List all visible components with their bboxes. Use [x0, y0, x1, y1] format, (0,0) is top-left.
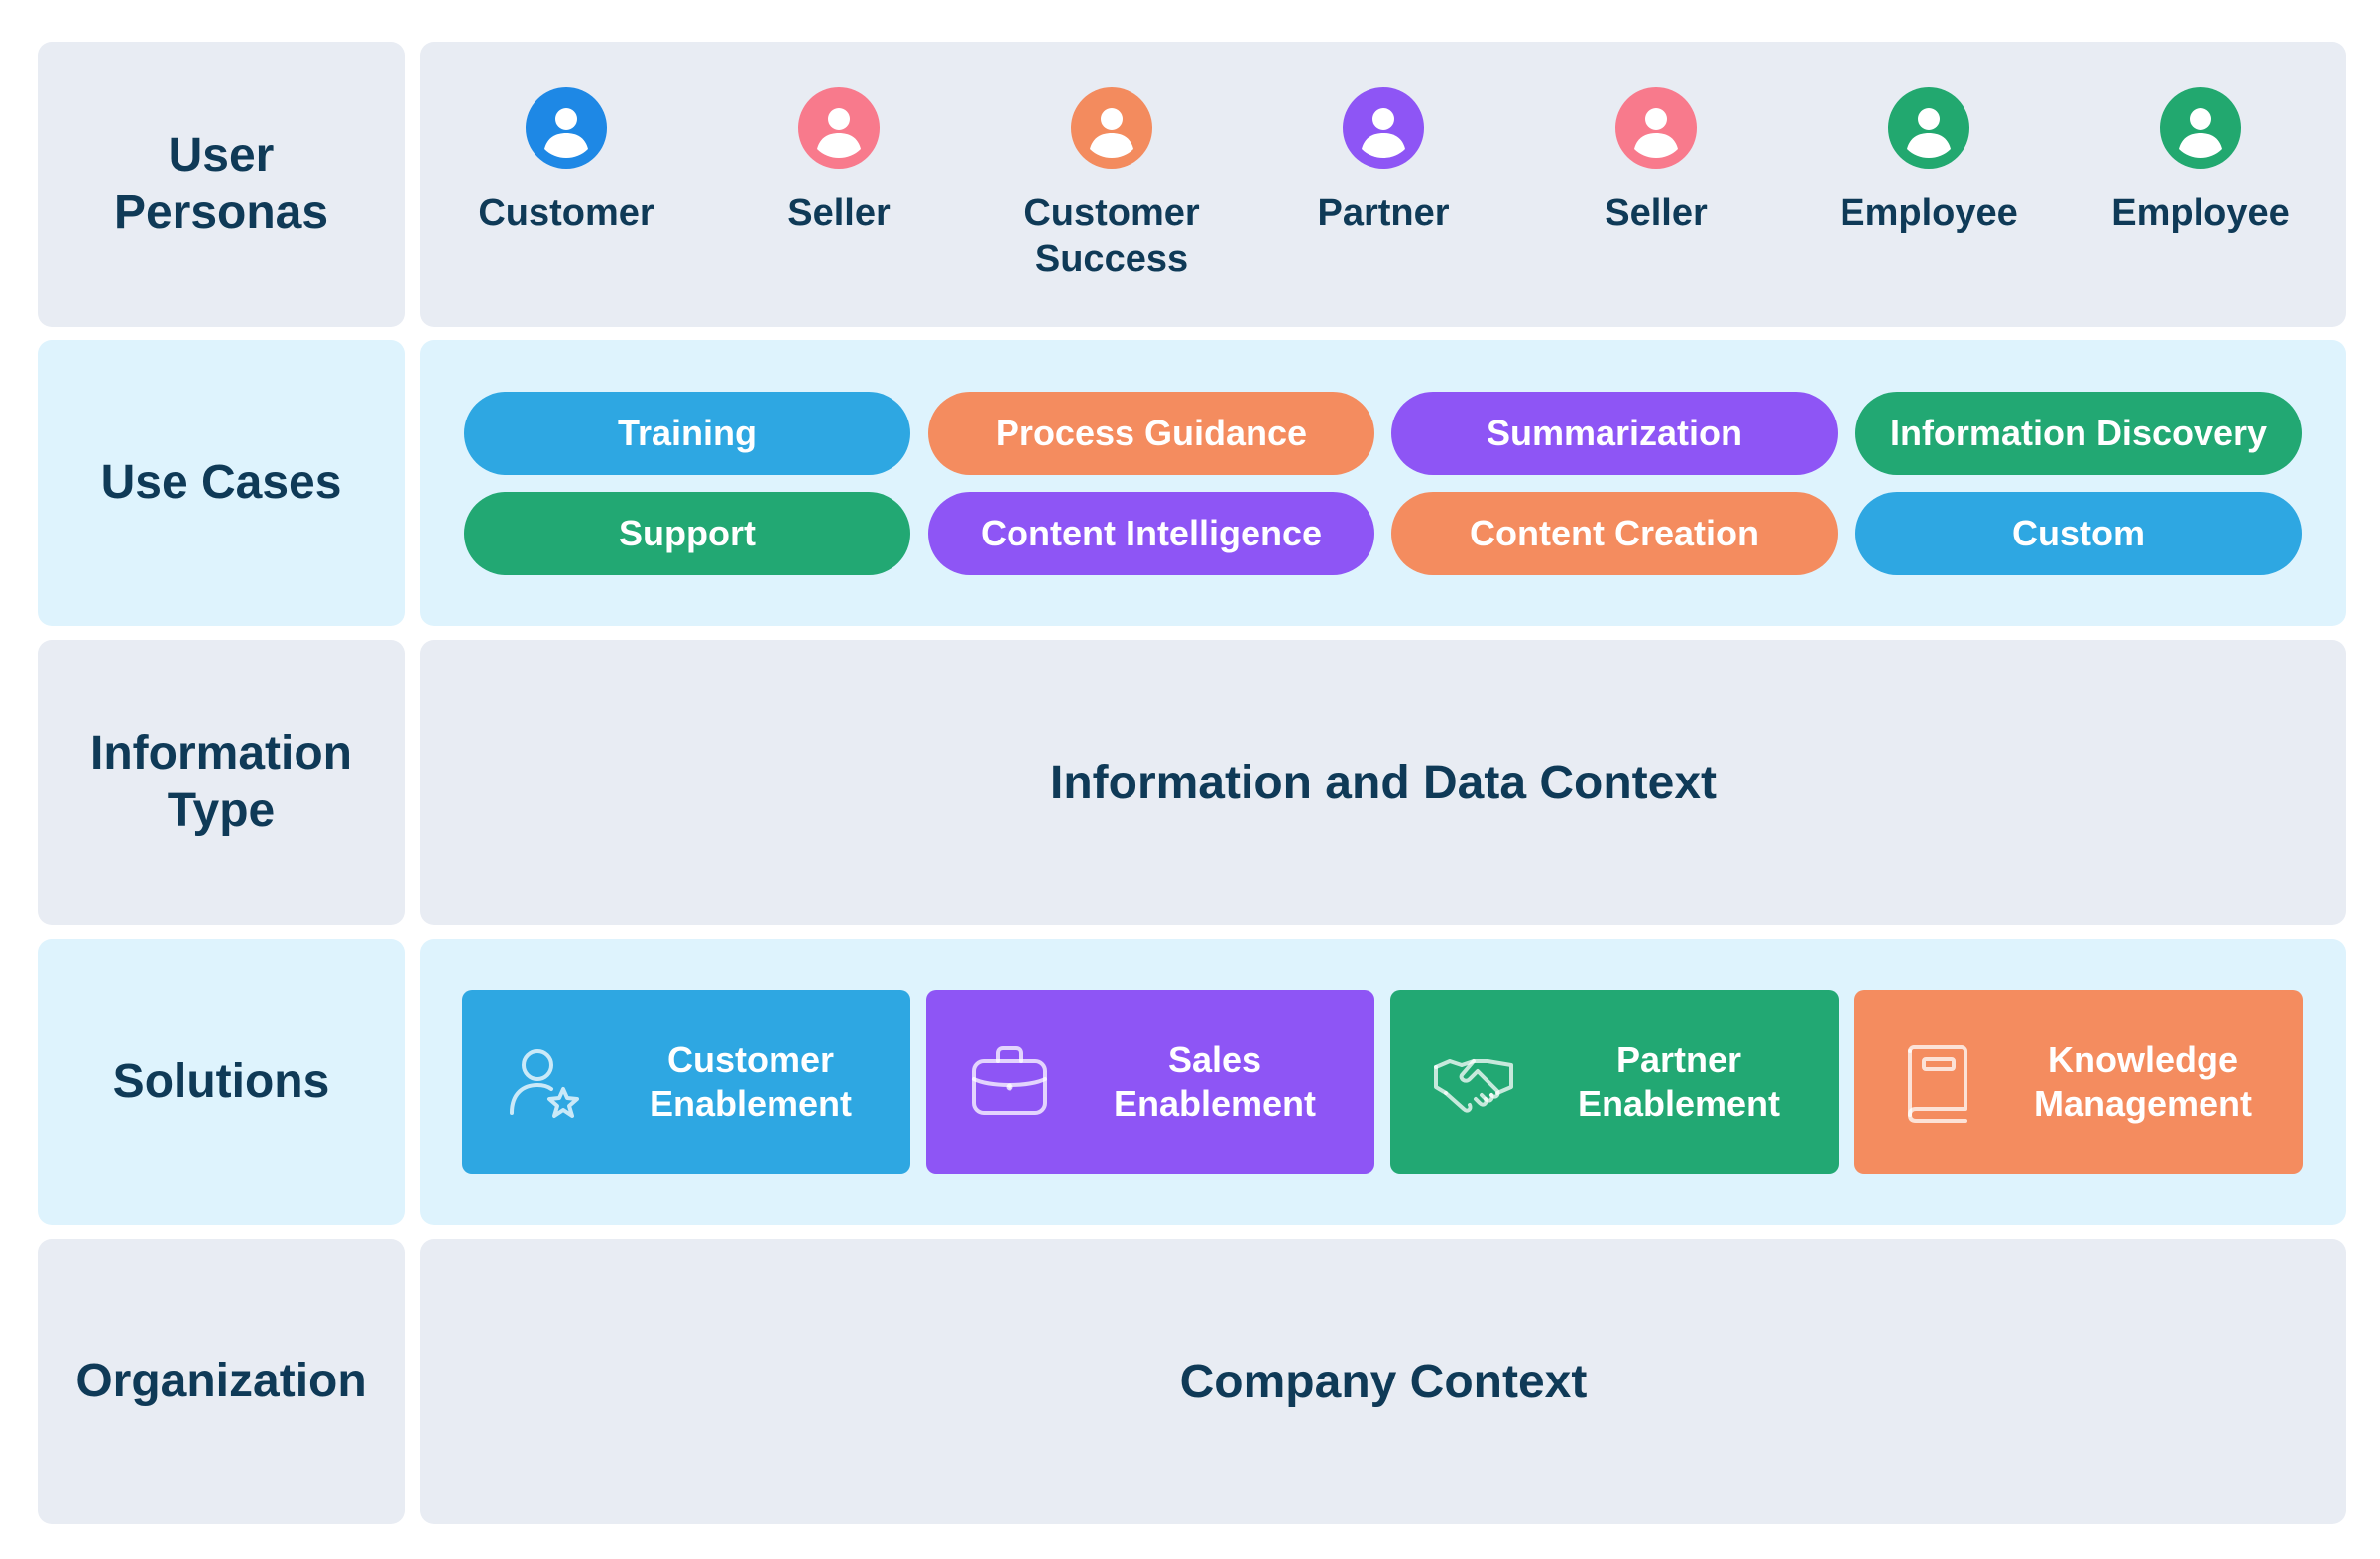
user-avatar-icon — [2160, 87, 2241, 169]
row-label-use-cases: Use Cases — [38, 340, 405, 626]
solution-knowledge-management: Knowledge Management — [1854, 990, 2303, 1174]
use-case-training: Training — [464, 392, 910, 475]
persona-employee: Employee — [1820, 87, 2038, 236]
use-case-label: Support — [619, 513, 756, 553]
organization-panel — [420, 1239, 2346, 1524]
use-case-process-guidance: Process Guidance — [928, 392, 1374, 475]
solution-customer-enablement: Customer Enablement — [462, 990, 910, 1174]
row-label-text: Organization — [75, 1355, 367, 1407]
user-avatar-icon — [1615, 87, 1697, 169]
solution-label: Knowledge Management — [2033, 1039, 2253, 1124]
use-case-label: Content Intelligence — [980, 513, 1323, 553]
persona-name: Customer — [478, 192, 654, 234]
use-case-custom: Custom — [1855, 492, 2302, 575]
persona-name: Employee — [1840, 192, 2018, 234]
row-label-solutions: Solutions — [38, 939, 405, 1225]
solution-label: Customer Enablement — [649, 1039, 853, 1124]
solution-sales-enablement: Sales Enablement — [926, 990, 1374, 1174]
book-icon — [1908, 1045, 1967, 1123]
persona-name: Employee — [2111, 192, 2290, 234]
persona-name: Partner — [1317, 192, 1450, 234]
use-cases-panel — [420, 340, 2346, 626]
row-label-text: Information Type — [90, 727, 352, 837]
persona-name: Seller — [787, 192, 891, 234]
row-label-text: Use Cases — [100, 456, 342, 509]
use-case-label: Training — [617, 413, 757, 453]
solution-label: Sales Enablement — [1113, 1039, 1317, 1124]
persona-employee: Employee — [2091, 87, 2310, 236]
user-avatar-icon — [526, 87, 607, 169]
row-label-information-type: Information Type — [38, 640, 405, 925]
use-case-content-intelligence: Content Intelligence — [928, 492, 1374, 575]
handshake-icon — [1434, 1059, 1513, 1113]
solution-label: Partner Enablement — [1577, 1039, 1781, 1124]
user-star-icon — [510, 1049, 579, 1118]
row-label-user-personas: User Personas — [38, 42, 405, 327]
user-avatar-icon — [1343, 87, 1424, 169]
use-case-label: Content Creation — [1470, 513, 1759, 553]
briefcase-icon — [972, 1046, 1047, 1115]
company-context: Company Context — [1179, 1355, 1588, 1408]
persona-customer: Customer — [457, 87, 675, 236]
persona-name: Customer Success — [1023, 192, 1200, 280]
use-case-label: Custom — [2012, 513, 2145, 553]
persona-name: Seller — [1605, 192, 1708, 234]
user-avatar-icon — [1888, 87, 1969, 169]
persona-customer-success: Customer Success — [1003, 87, 1221, 282]
use-case-information-discovery: Information Discovery — [1855, 392, 2302, 475]
user-avatar-icon — [1071, 87, 1152, 169]
persona-partner: Partner — [1274, 87, 1492, 236]
user-avatar-icon — [798, 87, 880, 169]
row-label-text: User Personas — [113, 129, 329, 239]
row-label-organization: Organization — [38, 1239, 405, 1524]
persona-seller: Seller — [1547, 87, 1765, 236]
persona-seller: Seller — [730, 87, 948, 236]
use-case-label: Information Discovery — [1889, 413, 2268, 453]
use-case-label: Process Guidance — [995, 413, 1308, 453]
use-case-content-creation: Content Creation — [1391, 492, 1838, 575]
use-case-support: Support — [464, 492, 910, 575]
information-data-context: Information and Data Context — [1049, 756, 1718, 809]
personas-list: Customer Seller Customer Success Partner… — [420, 42, 2346, 327]
row-label-text: Solutions — [112, 1055, 330, 1108]
information-type-panel — [420, 640, 2346, 925]
use-case-summarization: Summarization — [1391, 392, 1838, 475]
use-case-label: Summarization — [1486, 413, 1743, 453]
solution-partner-enablement: Partner Enablement — [1390, 990, 1839, 1174]
